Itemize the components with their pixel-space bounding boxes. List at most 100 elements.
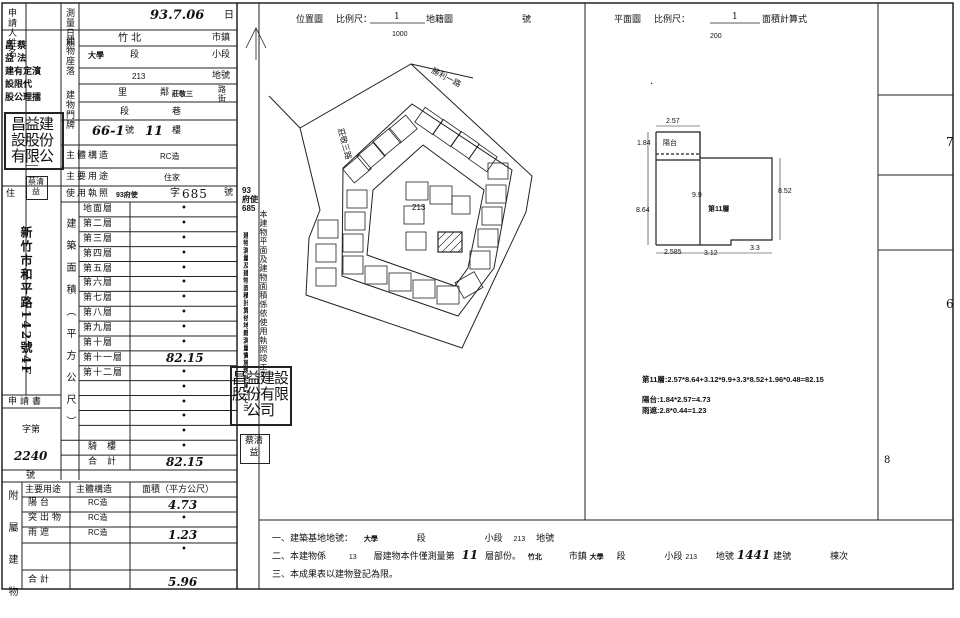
dim-bottom-1: 2.585 (664, 249, 682, 256)
applicant-name: 昌 蔡 益 法 建有定濱 設限代 股公理擂 (5, 40, 41, 105)
floor-plan-area-calc-label: 面積計算式 (762, 15, 808, 25)
city-value: 竹 北 (118, 33, 142, 44)
floor-row-name: 第十層 (83, 338, 114, 348)
floor-row-value: • (181, 307, 187, 319)
calc-line-3: 雨遮:2.8*0.44=1.23 (642, 406, 707, 415)
location-map-sheet-label: 地籍圖 (426, 15, 454, 25)
attached-use: 突出物 (28, 513, 65, 523)
company-seal-2-text: 昌益建設股份有限公司 (232, 369, 288, 419)
applicant-name-line: 昌 蔡 (5, 41, 27, 51)
floor-row-value: 82.15 (166, 350, 204, 365)
floor-row-value: • (181, 381, 187, 393)
footer-line2-section: 大學 (589, 554, 604, 561)
location-map-drawing (268, 63, 533, 349)
permit-word: 字 (170, 188, 180, 199)
floor-row-name: 第九層 (83, 323, 114, 334)
footer-line1-lot: 213 (513, 536, 526, 543)
applicant-id-word: 字第 (22, 425, 41, 435)
applicant-label: 申請人姓名 (6, 8, 16, 58)
neighborhood-unit: 鄰 (160, 88, 170, 98)
floor-row-name: 第五層 (83, 263, 114, 274)
company-seal-1-text: 昌益建設股份有限公司 (10, 115, 54, 166)
attached-area: • (181, 513, 187, 524)
personal-seal-1-text: 蔡清益 (28, 177, 44, 196)
footer-line2-floor: 11 (461, 548, 479, 562)
floor-row-value: • (181, 441, 187, 453)
attached-area: • (181, 544, 187, 555)
footer-line2-lot: 213 (685, 554, 698, 561)
dim-left: 8.64 (636, 207, 650, 214)
floor-row-value: • (181, 337, 187, 348)
subsection-unit: 小段 (212, 50, 231, 60)
personal-seal-1: 蔡清益 (26, 176, 48, 200)
floor-number: 11 (145, 124, 164, 139)
floor-row-value: • (181, 366, 187, 378)
middle-permit-text: 93府使685 (242, 186, 258, 213)
footer-line2-city: 竹北 (527, 554, 542, 561)
permit-unit: 號 (224, 188, 234, 198)
location-map-scale-value: 1 (394, 12, 400, 22)
calc-line-2: 陽台:1.84*2.57=4.73 (642, 395, 711, 404)
location-map-scale-denominator: 1000 (392, 31, 408, 38)
attached-area: 5.96 (168, 575, 198, 589)
floor-row-name: 第十二層 (83, 367, 124, 378)
use-value: 住家 (164, 173, 180, 182)
attached-structure: RC造 (88, 513, 108, 522)
floor-row-name: 地面層 (83, 204, 114, 214)
door-label: 建物門牌 (64, 90, 74, 130)
village-unit: 里 (118, 88, 128, 98)
attached-structure: RC造 (88, 528, 108, 537)
attached-structure: RC造 (88, 498, 108, 507)
edge-mark: 7 (946, 135, 954, 149)
address-label: 住 (6, 189, 16, 199)
company-seal-1: 昌益建設股份有限公司 (4, 112, 64, 170)
floor-plan-title: 平面圖 (614, 15, 642, 25)
floor-row-value: • (181, 322, 187, 334)
floor-row-value: • (181, 247, 187, 259)
footer-line2-floors: 13 (348, 554, 357, 561)
footer-line-1: 一、建築基地地號： 大學 段 小段 213 地號 (272, 531, 554, 544)
room-label: 第11層 (708, 206, 730, 213)
dim-bottom-2: 3.12 (704, 250, 718, 257)
footer-line2-city-unit: 市鎮 (568, 552, 587, 562)
floor-row-value: 82.15 (166, 455, 204, 470)
floor-row-value: • (181, 277, 187, 289)
alley-unit: 巷 (172, 107, 182, 117)
applicant-name-line: 設限代 (5, 80, 33, 90)
permit-number: 685 (182, 187, 208, 201)
footer-line1-suffix: 地號 (536, 534, 555, 544)
floor-plan-scale-value: 1 (732, 12, 738, 22)
floor-row-value: • (181, 411, 187, 423)
attached-use: 合計 (28, 575, 53, 585)
section-unit: 段 (130, 50, 140, 60)
structure-value: RC造 (160, 152, 180, 161)
floor-row-value: • (181, 262, 187, 274)
floor-row-value: • (181, 232, 187, 244)
footer-line2-mid: 層建物本件僅測量第 (373, 552, 455, 562)
road-unit: 路街 (218, 85, 226, 103)
floor-row-name: 第四層 (83, 248, 114, 259)
middle-note-2: 建物測量及建物面積計算依地籍測量實施規則第二七三條規定辦理 (241, 232, 248, 412)
location-map-number-label: 號 (522, 15, 532, 25)
floor-row-name: 第二層 (83, 218, 114, 229)
dim-inner: 9.9 (692, 192, 702, 199)
floor-plan-scale-label: 比例尺： (654, 15, 691, 25)
floor-plan-drawing (655, 131, 773, 246)
floor-unit: 樓 (172, 126, 182, 136)
use-label: 主要用途 (66, 172, 111, 182)
attached-label: 附屬建物 (6, 490, 17, 618)
footer-line2-prefix: 二、本建物係 (272, 552, 327, 562)
lot-value: 213 (132, 72, 146, 81)
structure-label: 主體構造 (66, 151, 111, 161)
floor-row-name: 合計 (88, 457, 127, 468)
attached-area: 1.23 (168, 528, 198, 542)
attached-use: 雨遮 (28, 528, 53, 538)
footer-line-3: 三、本成果表以建物登記為限。 (272, 570, 399, 580)
footer-line1-duan: 段 (416, 534, 426, 544)
survey-date-value: 93.7.06 (150, 8, 205, 23)
address-vertical: 新竹市和平路142號4F (19, 226, 33, 376)
survey-date-day-label: 日 (224, 10, 234, 21)
door-number-unit: 號 (125, 126, 135, 136)
footer-line2-subsection: 小段 (664, 552, 683, 562)
